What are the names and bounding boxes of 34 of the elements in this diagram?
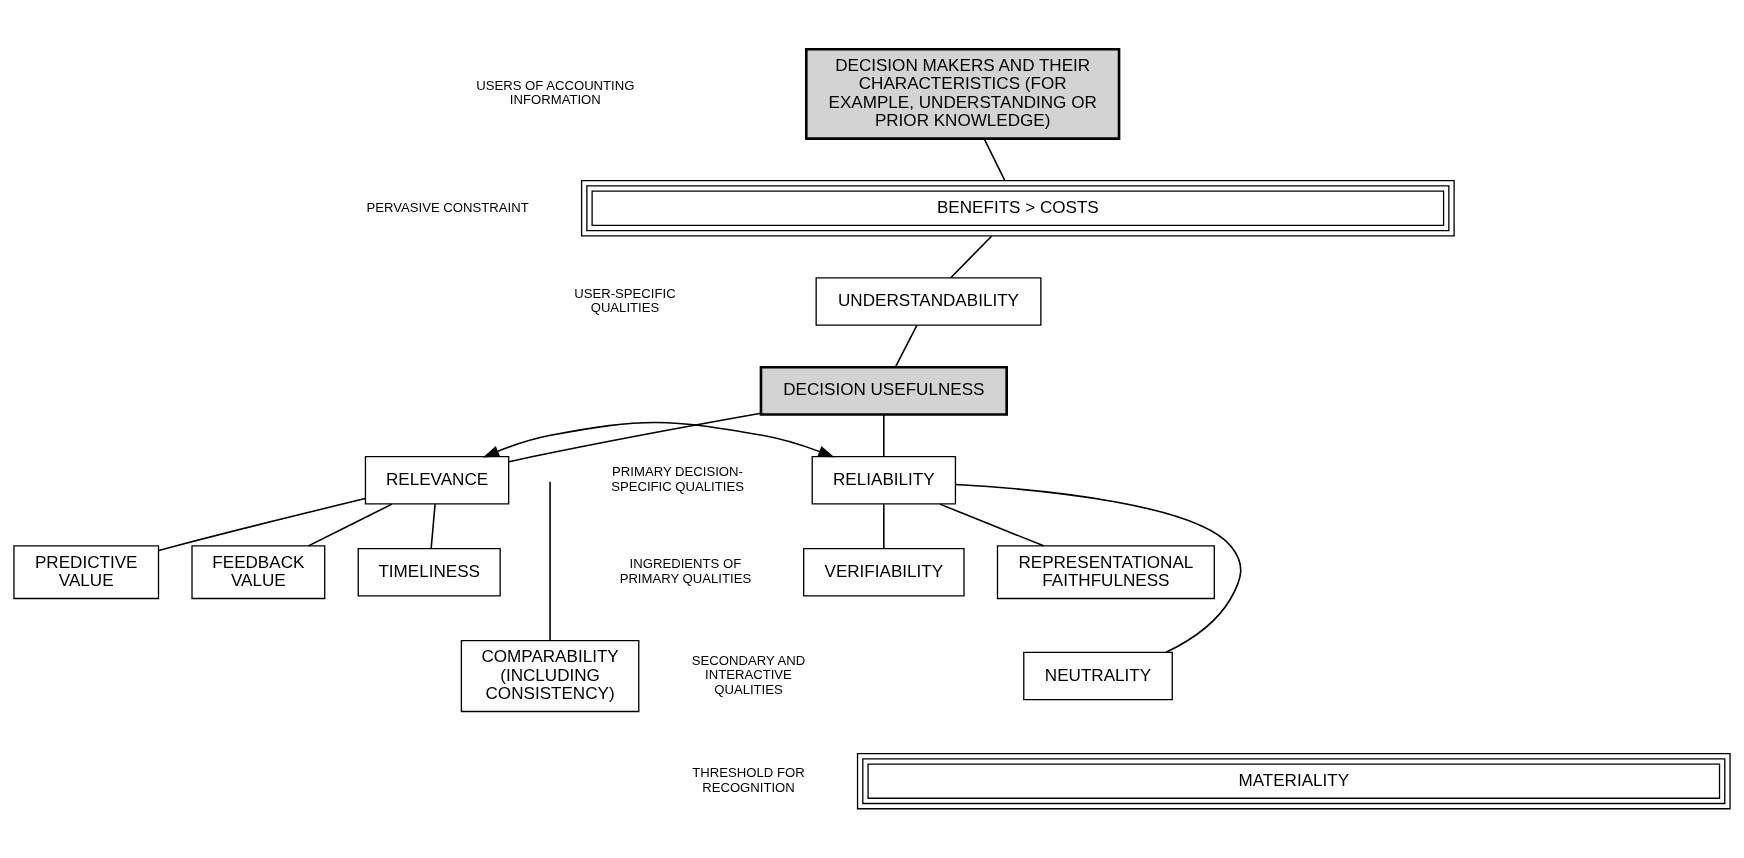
label: SECONDARY AND INTERACTIVE QUALITIES bbox=[691, 652, 806, 697]
label: USERS OF ACCOUNTING INFORMATION bbox=[476, 77, 635, 108]
connector bbox=[939, 503, 1045, 547]
connector bbox=[549, 480, 551, 642]
node-box: VERIFIABILITY bbox=[803, 547, 965, 597]
node-box: PREDICTIVE VALUE bbox=[13, 545, 160, 600]
label: USER-SPECIFIC QUALITIES bbox=[574, 285, 676, 316]
node-box: UNDERSTANDABILITY bbox=[815, 277, 1042, 326]
label: THRESHOLD FOR RECOGNITION bbox=[692, 765, 805, 795]
label: INGREDIENTS OF PRIMARY QUALITIES bbox=[619, 556, 752, 586]
node-box: DECISION MAKERS AND THEIR CHARACTERISTICS (FOR EXAMPLE, UNDERSTANDING OR PRIOR KNOWLEDGE) bbox=[805, 47, 1121, 140]
node-box: RELIABILITY bbox=[811, 455, 957, 505]
node-box: DECISION USEFULNESS bbox=[759, 365, 1008, 416]
node-box: COMPARABILITY (INCLUDING CONSISTENCY) bbox=[460, 639, 640, 713]
connector bbox=[894, 324, 918, 368]
connector bbox=[430, 503, 436, 549]
node-box: MATERIALITY bbox=[856, 752, 1731, 810]
connector bbox=[883, 503, 885, 549]
arrow bbox=[482, 421, 835, 458]
label: PRIMARY DECISION-SPECIFIC QUALITIES bbox=[611, 464, 744, 494]
connector bbox=[954, 483, 1242, 654]
connector bbox=[983, 137, 1006, 181]
node-box: FEEDBACK VALUE bbox=[191, 545, 326, 600]
connector bbox=[949, 235, 993, 279]
connector bbox=[307, 503, 393, 547]
node-box: REPRESENTATIONAL FAITHFULNESS bbox=[996, 545, 1215, 600]
label: PERVASIVE CONSTRAINT bbox=[366, 199, 529, 215]
node-box: RELEVANCE bbox=[364, 455, 510, 505]
connector bbox=[883, 414, 885, 457]
node-box: BENEFITS > COSTS bbox=[580, 180, 1455, 237]
node-box: NEUTRALITY bbox=[1023, 651, 1173, 701]
node-box: TIMELINESS bbox=[357, 547, 501, 597]
connector bbox=[507, 412, 762, 463]
connector bbox=[158, 497, 367, 552]
